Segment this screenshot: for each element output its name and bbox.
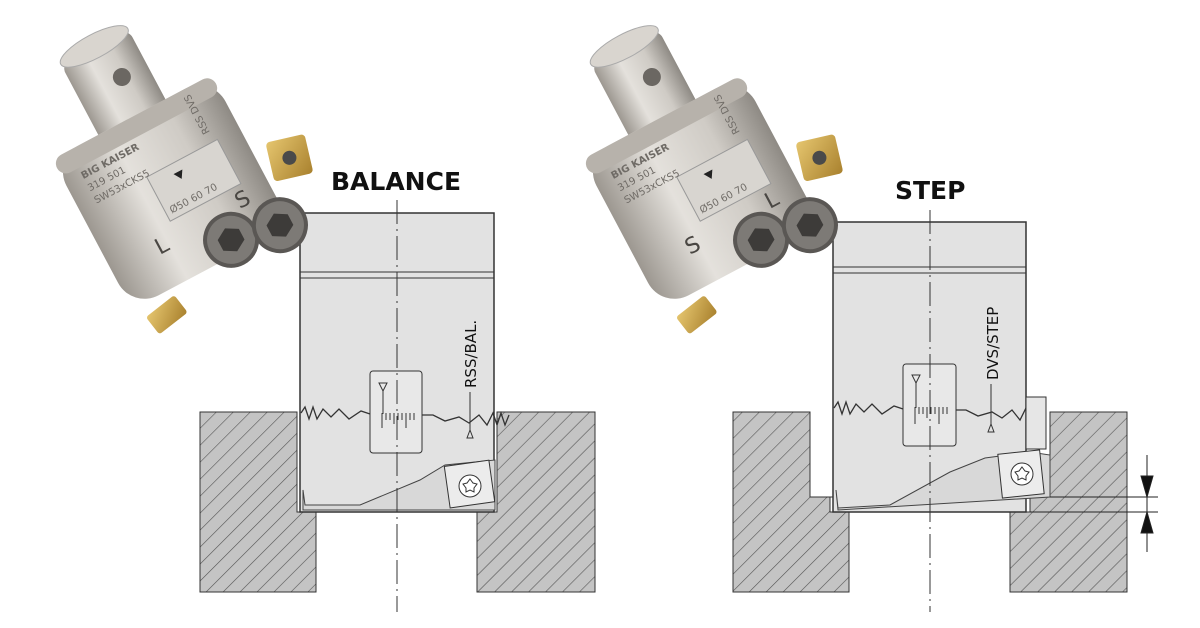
step-height-dimension xyxy=(1030,455,1158,552)
boring-tool-photo: BIG KAISER 319 501 SW53xCKS5 RSS DVS Ø50… xyxy=(9,0,355,340)
workpiece-left xyxy=(199,411,317,593)
callout-rss-bal: RSS/BAL. xyxy=(462,320,480,388)
workpiece-left xyxy=(732,411,850,593)
torx-screw-icon xyxy=(1010,462,1034,486)
balance-panel: RSS/BAL. BALANCE BIG KAISER 319 501 SW53… xyxy=(9,0,596,612)
boring-tool-photo: BIG KAISER 319 501 SW53xCKS5 RSS DVS Ø50… xyxy=(539,0,885,340)
title-step: STEP xyxy=(895,176,965,205)
callout-dvs-step: DVS/STEP xyxy=(984,307,1002,380)
title-balance: BALANCE xyxy=(331,167,461,196)
torx-screw-icon xyxy=(458,474,482,498)
scale-window xyxy=(369,370,423,454)
step-panel: DVS/STEP STEP BIG KAISER 319 501 SW53xCK… xyxy=(539,0,1158,612)
